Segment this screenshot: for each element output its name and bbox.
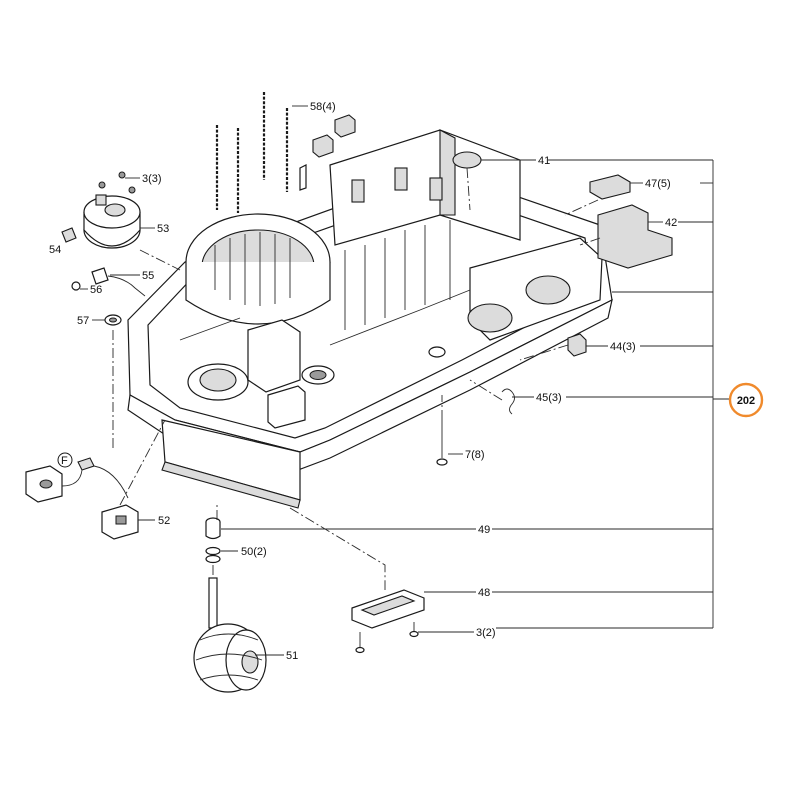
part-47-pad: [589, 174, 631, 200]
part-55-harness: [91, 267, 109, 285]
screws-3-3: [98, 171, 136, 194]
label-56: 56: [90, 284, 102, 296]
label-7: 7(8): [465, 449, 485, 461]
part-42-bracket: [597, 204, 673, 269]
label-57: 57: [77, 315, 89, 327]
sensor-f-marker: [57, 452, 73, 468]
part-51-wheel: [193, 577, 267, 693]
label-53: 53: [157, 223, 169, 235]
part-41-disc: [452, 151, 482, 169]
label-47: 47(5): [645, 178, 671, 190]
assembly-dashed-lines: [112, 167, 601, 590]
label-55: 55: [142, 270, 154, 282]
part-53-motor: [83, 194, 141, 249]
label-f: F: [61, 455, 68, 467]
label-45: 45(3): [536, 392, 562, 404]
label-50: 50(2): [241, 546, 267, 558]
label-58: 58(4): [310, 101, 336, 113]
callout-label: 202: [737, 395, 755, 407]
label-52: 52: [158, 515, 170, 527]
springs-58: [215, 92, 289, 213]
label-41: 41: [538, 155, 550, 167]
callout-ring: [728, 382, 764, 418]
label-44: 44(3): [610, 341, 636, 353]
label-3-2: 3(2): [476, 627, 496, 639]
part-50-washers: [205, 546, 221, 564]
main-chassis-housing: [127, 129, 613, 509]
label-49: 49: [478, 524, 490, 536]
part-labels: 58(4) 41 47(5) 42 3(3) 53 54 55 56 57 44…: [49, 101, 677, 662]
leader-lines: [80, 105, 734, 656]
part-54-clip: [61, 227, 77, 243]
part-45-clip: [501, 388, 515, 415]
label-51: 51: [286, 650, 298, 662]
part-56-nut: [71, 281, 81, 291]
assembly-callout-202: 202: [728, 382, 764, 418]
part-48-cover: [351, 589, 425, 629]
label-48: 48: [478, 587, 490, 599]
part-7-screw: [436, 420, 448, 466]
label-42: 42: [665, 217, 677, 229]
label-3-3: 3(3): [142, 173, 162, 185]
part-44-clip: [567, 333, 587, 357]
label-54: 54: [49, 244, 61, 256]
sensor-assembly: [25, 457, 139, 540]
screws-3-2: [355, 622, 419, 654]
clips-top: [299, 114, 356, 191]
part-49-bushing: [205, 517, 221, 540]
